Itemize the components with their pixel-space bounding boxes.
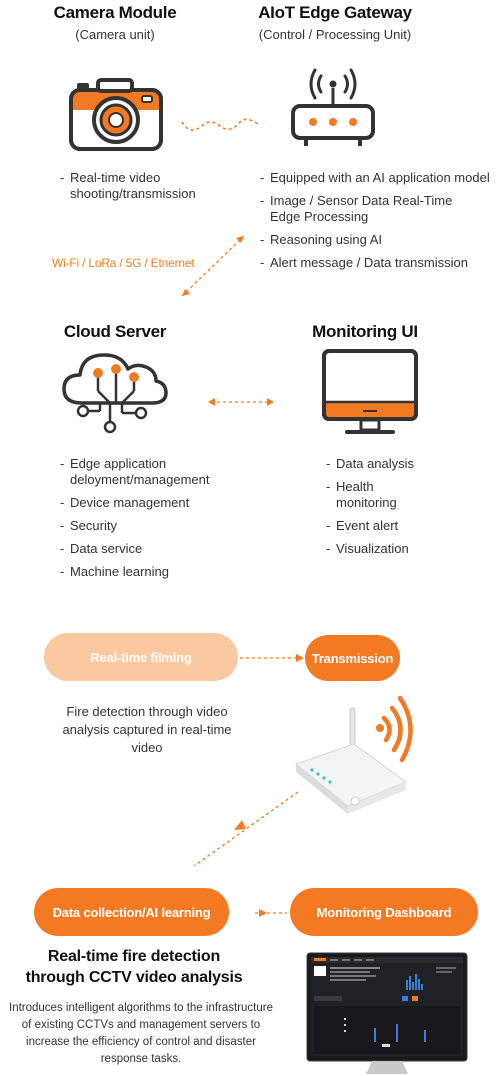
camera-module-subtitle: (Camera unit) bbox=[75, 27, 155, 42]
gateway-title: AIoT Edge Gateway bbox=[258, 3, 412, 22]
monitoring-bullet-item: Visualization bbox=[326, 541, 476, 557]
monitoring-bullets: Data analysis Health monitoring Event al… bbox=[326, 456, 476, 564]
dashboard-monitor-illustration bbox=[306, 952, 468, 1076]
network-arrow bbox=[178, 230, 250, 300]
router-data-arrow bbox=[190, 790, 302, 870]
monitoring-ui-title: Monitoring UI bbox=[312, 322, 418, 341]
transmission-pill: Transmission bbox=[305, 635, 400, 681]
cloud-bullet-item: Data service bbox=[60, 541, 240, 557]
camera-bullets: Real-time video shooting/transmission bbox=[60, 170, 220, 209]
gateway-subtitle: (Control / Processing Unit) bbox=[258, 27, 412, 42]
cloud-server-title: Cloud Server bbox=[63, 322, 167, 341]
monitoring-bullet-item: Event alert bbox=[326, 518, 476, 534]
summary-body: Introduces intelligent algorithms to the… bbox=[9, 1002, 273, 1065]
filming-transmission-arrow bbox=[238, 652, 306, 664]
cloud-monitoring-arrow bbox=[206, 396, 276, 408]
gateway-bullet-item: Alert message / Data transmission bbox=[260, 255, 501, 271]
collection-dashboard-arrow bbox=[253, 907, 293, 919]
cloud-network-icon bbox=[60, 347, 170, 439]
data-collection-pill: Data collection/AI learning bbox=[34, 888, 229, 936]
router-icon bbox=[290, 62, 376, 150]
gateway-bullet-item: Reasoning using AI bbox=[260, 232, 501, 248]
gateway-bullet-item: Equipped with an AI application model bbox=[260, 170, 501, 186]
summary-heading: Real-time fire detection through CCTV vi… bbox=[25, 948, 243, 986]
fire-detection-text: Fire detection through video analysis ca… bbox=[62, 704, 232, 755]
monitor-icon bbox=[321, 348, 419, 438]
monitoring-dashboard-pill: Monitoring Dashboard bbox=[290, 888, 478, 936]
realtime-filming-pill: Real-time filming bbox=[44, 633, 238, 681]
camera-bullet-item: Real-time video shooting/transmission bbox=[60, 170, 220, 202]
monitoring-bullet-item: Health monitoring bbox=[326, 479, 406, 511]
gateway-bullets: Equipped with an AI application model Im… bbox=[260, 170, 501, 278]
monitoring-bullet-item: Data analysis bbox=[326, 456, 476, 472]
cloud-bullet-item: Device management bbox=[60, 495, 240, 511]
camera-gateway-link bbox=[180, 112, 262, 138]
network-label: Wi-Fi / LoRa / 5G / Etnernet bbox=[52, 256, 195, 270]
camera-icon bbox=[68, 78, 164, 152]
cloud-bullet-item: Edge application deloyment/management bbox=[60, 456, 230, 488]
gateway-bullet-item: Image / Sensor Data Real-Time Edge Proce… bbox=[260, 193, 475, 225]
cloud-bullet-item: Machine learning bbox=[60, 564, 240, 580]
camera-module-title: Camera Module bbox=[53, 3, 177, 22]
cloud-bullets: Edge application deloyment/management De… bbox=[60, 456, 240, 587]
wireless-router-illustration bbox=[292, 690, 414, 818]
cloud-bullet-item: Security bbox=[60, 518, 240, 534]
